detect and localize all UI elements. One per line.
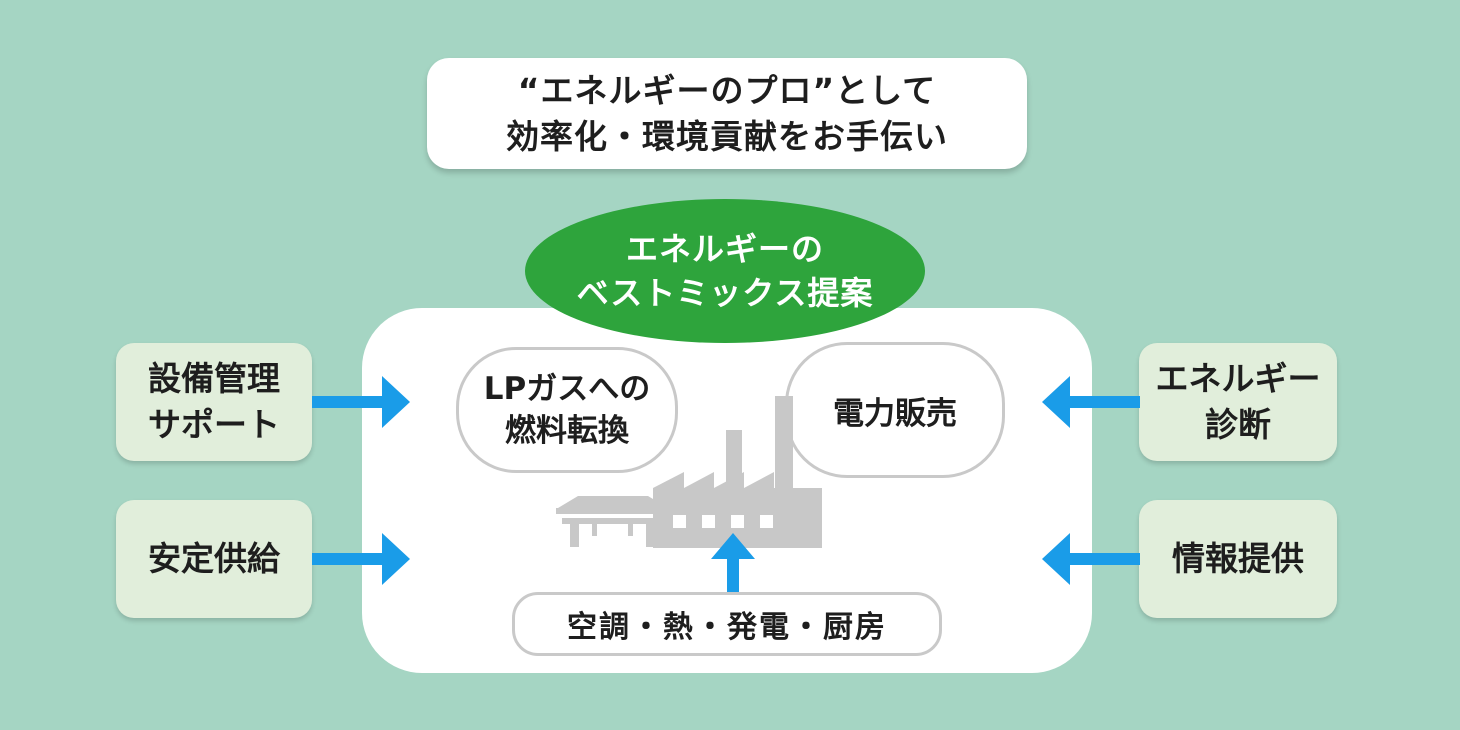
best-mix-ellipse: エネルギーの ベストミックス提案 <box>525 199 925 343</box>
equipment-support-box: 設備管理 サポート <box>116 343 312 461</box>
left-arrow-icon <box>1042 376 1140 428</box>
lpg-line-1: LPガスへの <box>483 371 651 407</box>
equipment-support-line-1: 設備管理 <box>148 359 280 398</box>
energy-diagnosis-box: エネルギー 診断 <box>1139 343 1337 461</box>
right-arrow-icon <box>312 533 410 585</box>
energy-uses-pill: 空調・熱・発電・厨房 <box>512 592 942 656</box>
best-mix-line-2: ベストミックス提案 <box>576 274 874 312</box>
headline-box: “エネルギーのプロ”として 効率化・環境貢献をお手伝い <box>427 58 1027 169</box>
energy-diagnosis-line-2: 診断 <box>1205 405 1271 444</box>
lpg-conversion-bubble: LPガスへの 燃料転換 <box>456 347 678 473</box>
best-mix-line-1: エネルギーの <box>625 230 824 268</box>
energy-diagnosis-line-1: エネルギー <box>1155 359 1321 398</box>
stable-supply-label: 安定供給 <box>148 539 280 578</box>
energy-uses-label: 空調・熱・発電・厨房 <box>567 610 887 645</box>
storage-tank-icon <box>556 496 670 547</box>
power-sales-label: 電力販売 <box>833 395 957 432</box>
left-arrow-icon <box>1042 533 1140 585</box>
headline-line-1: “エネルギーのプロ”として <box>517 70 937 110</box>
stable-supply-box: 安定供給 <box>116 500 312 618</box>
factory-building <box>653 396 822 548</box>
up-arrow-icon <box>711 533 755 595</box>
information-label: 情報提供 <box>1172 539 1304 578</box>
factory-icon <box>556 396 822 548</box>
information-box: 情報提供 <box>1139 500 1337 618</box>
equipment-support-line-2: サポート <box>148 405 280 444</box>
lpg-line-2: 燃料転換 <box>505 413 629 449</box>
right-arrow-icon <box>312 376 410 428</box>
headline-line-2: 効率化・環境貢献をお手伝い <box>506 116 948 156</box>
